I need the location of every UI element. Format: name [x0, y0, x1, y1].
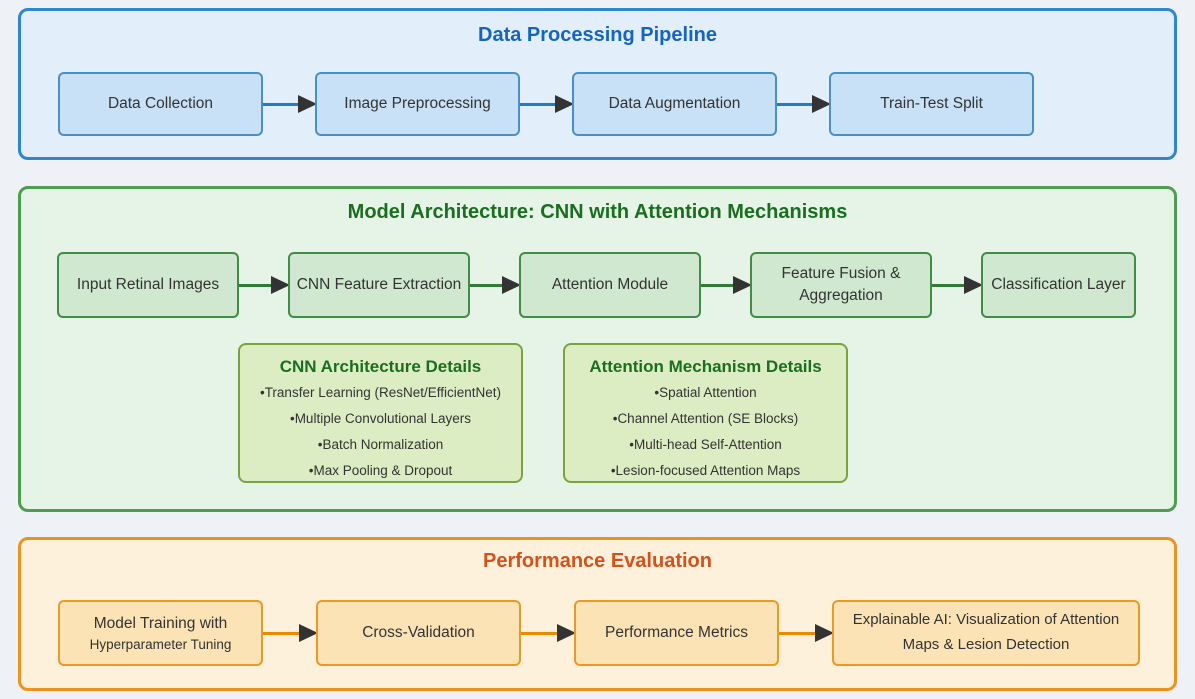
attention-mechanism-details-box: Attention Mechanism Details Spatial Atte… [563, 343, 848, 483]
flow-arrow-right-icon [470, 276, 521, 294]
detail-item: Transfer Learning (ResNet/EfficientNet) [240, 385, 521, 400]
detail-item: Batch Normalization [240, 437, 521, 452]
evaluation-flow-row: Model Training with Hyperparameter Tunin… [58, 600, 1174, 666]
model-architecture-section: Model Architecture: CNN with Attention M… [18, 186, 1177, 512]
node-input-retinal-images: Input Retinal Images [57, 252, 239, 318]
node-model-training: Model Training with Hyperparameter Tunin… [58, 600, 263, 666]
pipeline-flow-row: Data Collection Image Preprocessing Data… [58, 72, 1174, 136]
detail-item: Lesion-focused Attention Maps [565, 463, 846, 478]
node-feature-fusion-aggregation: Feature Fusion & Aggregation [750, 252, 932, 318]
node-label: Train-Test Split [880, 95, 983, 113]
flow-arrow-right-icon [263, 624, 318, 642]
node-label: Data Augmentation [608, 95, 741, 113]
detail-item: Spatial Attention [565, 385, 846, 400]
node-data-augmentation: Data Augmentation [572, 72, 777, 136]
node-attention-module: Attention Module [519, 252, 701, 318]
node-image-preprocessing: Image Preprocessing [315, 72, 520, 136]
node-label: Feature Fusion & Aggregation [781, 265, 901, 304]
node-performance-metrics: Performance Metrics [574, 600, 779, 666]
section-title-evaluation: Performance Evaluation [483, 550, 712, 572]
node-label: Input Retinal Images [76, 276, 220, 294]
node-cnn-feature-extraction: CNN Feature Extraction [288, 252, 470, 318]
detail-item: Max Pooling & Dropout [240, 463, 521, 478]
node-label: Model Training with [93, 615, 228, 633]
node-label: Performance Metrics [605, 624, 748, 642]
architecture-details-row: CNN Architecture Details Transfer Learni… [238, 343, 1174, 483]
node-label: CNN Feature Extraction [296, 276, 462, 294]
architecture-flow-row: Input Retinal Images CNN Feature Extract… [57, 252, 1174, 318]
data-processing-pipeline-section: Data Processing Pipeline Data Collection… [18, 8, 1177, 160]
section-title-pipeline: Data Processing Pipeline [478, 24, 717, 46]
node-label: Data Collection [107, 95, 214, 113]
detail-item: Multiple Convolutional Layers [240, 411, 521, 426]
performance-evaluation-section: Performance Evaluation Model Training wi… [18, 537, 1177, 691]
node-explainable-ai: Explainable AI: Visualization of Attenti… [832, 600, 1140, 666]
section-title-architecture: Model Architecture: CNN with Attention M… [347, 201, 848, 223]
detail-list: Spatial Attention Channel Attention (SE … [565, 385, 846, 478]
node-label: Image Preprocessing [344, 95, 491, 113]
flow-arrow-right-icon [263, 95, 317, 113]
node-sublabel: Hyperparameter Tuning [89, 636, 232, 652]
detail-item: Multi-head Self-Attention [565, 437, 846, 452]
cnn-architecture-details-box: CNN Architecture Details Transfer Learni… [238, 343, 523, 483]
node-label: Classification Layer [991, 276, 1126, 294]
flow-arrow-right-icon [701, 276, 752, 294]
node-cross-validation: Cross-Validation [316, 600, 521, 666]
node-data-collection: Data Collection [58, 72, 263, 136]
flow-arrow-right-icon [521, 624, 576, 642]
node-label: Cross-Validation [362, 624, 475, 642]
node-label: Explainable AI: Visualization of Attenti… [852, 611, 1120, 653]
flow-arrow-right-icon [777, 95, 831, 113]
detail-box-title: Attention Mechanism Details [589, 357, 822, 376]
detail-item: Channel Attention (SE Blocks) [565, 411, 846, 426]
node-train-test-split: Train-Test Split [829, 72, 1034, 136]
detail-box-title: CNN Architecture Details [279, 357, 482, 376]
flow-arrow-right-icon [239, 276, 290, 294]
flow-arrow-right-icon [932, 276, 983, 294]
node-classification-layer: Classification Layer [981, 252, 1136, 318]
flow-arrow-right-icon [520, 95, 574, 113]
flow-arrow-right-icon [779, 624, 834, 642]
node-label: Attention Module [551, 276, 669, 294]
detail-list: Transfer Learning (ResNet/EfficientNet) … [240, 385, 521, 478]
